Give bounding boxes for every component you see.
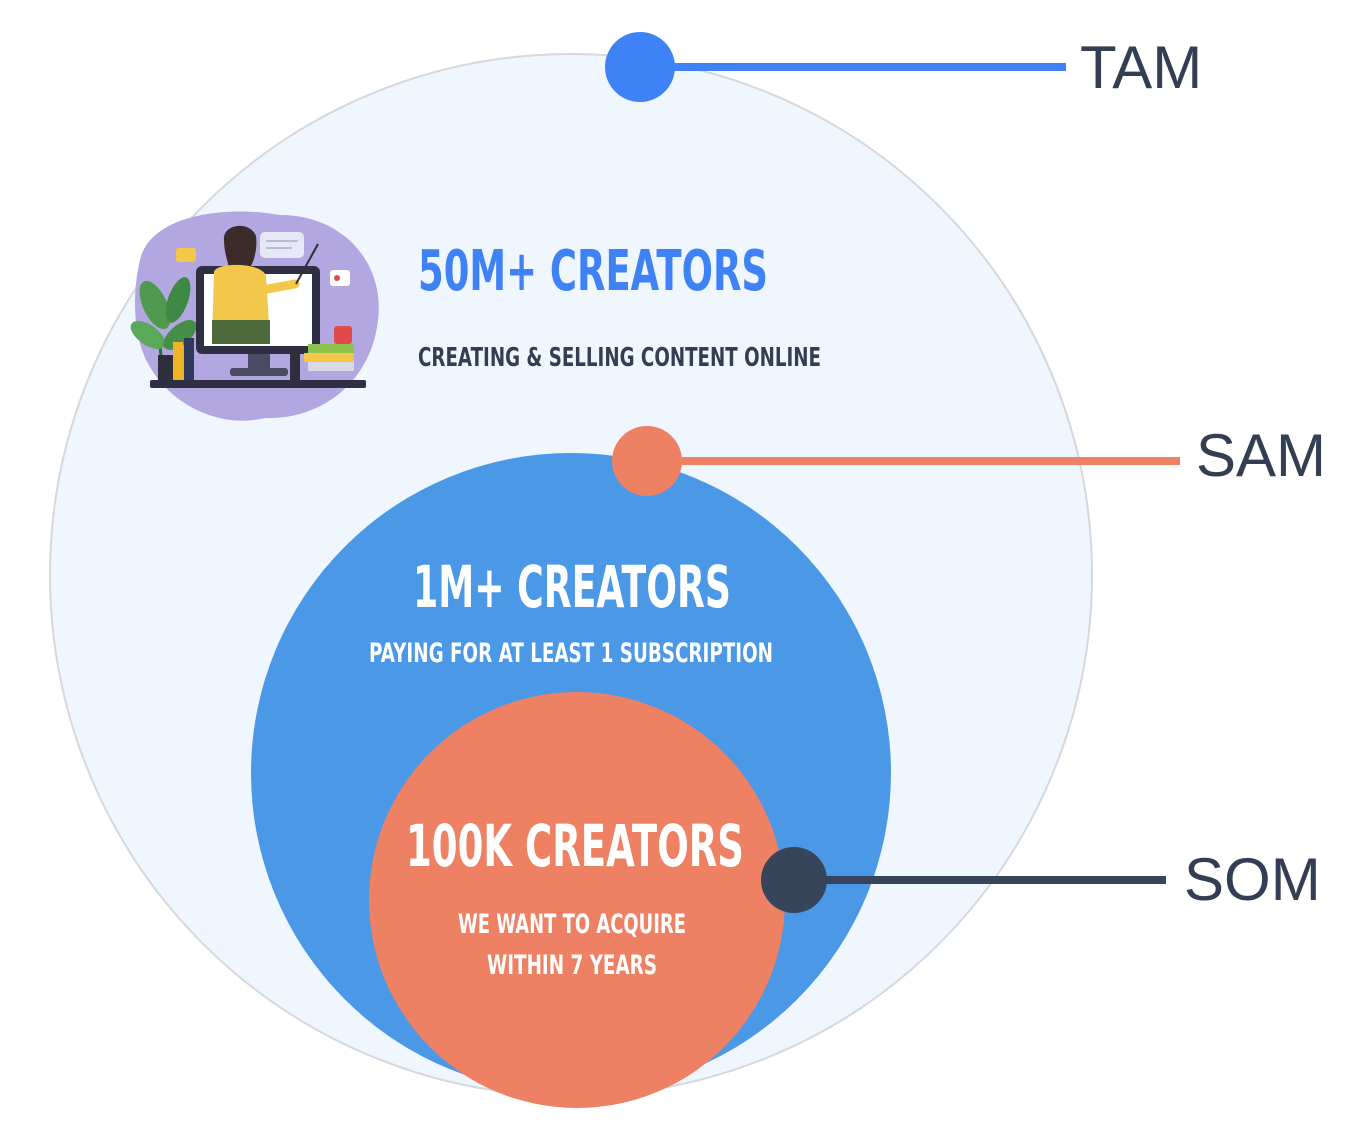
sam-label: SAM [1196,422,1326,489]
som-circle [369,692,785,1108]
tam-headline: 50M+ CREATORS [418,239,768,304]
som-subtext-line2: WITHIN 7 YEARS [487,950,657,981]
tam-label: TAM [1080,34,1202,101]
som-subtext-line1: WE WANT TO ACQUIRE [458,909,686,940]
teacher-at-computer-icon [130,211,379,421]
sam-subtext: PAYING FOR AT LEAST 1 SUBSCRIPTION [369,638,773,669]
sam-headline: 1M+ CREATORS [413,553,731,621]
som-marker-dot [761,847,827,913]
tam-marker-dot [605,32,675,102]
som-label: SOM [1184,846,1321,913]
tam-subtext: CREATING & SELLING CONTENT ONLINE [418,343,821,373]
sam-marker-dot [612,426,682,496]
som-headline: 100K CREATORS [406,812,744,880]
